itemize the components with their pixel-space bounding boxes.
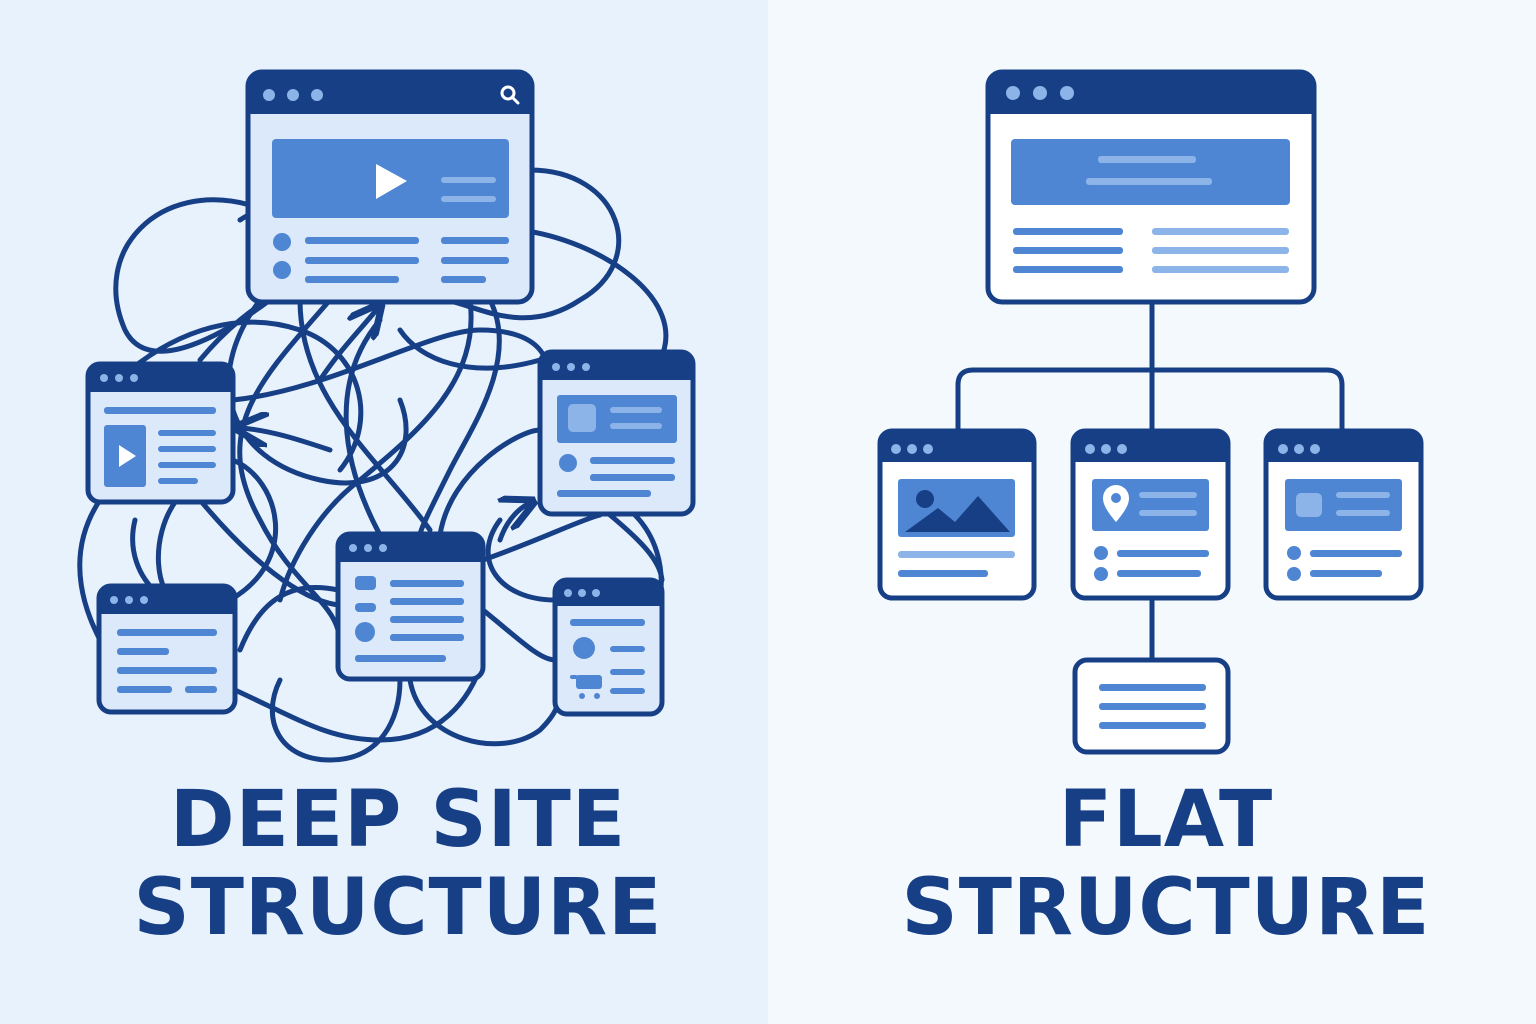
flat-structure-title: FLAT STRUCTURE (866, 776, 1466, 952)
profile-page-window (537, 349, 696, 517)
image-icon (898, 479, 1015, 537)
link-arrows (240, 308, 530, 543)
video-page-window (85, 361, 236, 505)
sub-page-card (1072, 657, 1231, 755)
hierarchy-connectors (955, 302, 1345, 660)
location-pin-icon (1103, 485, 1129, 522)
flat-structure-title-line2: STRUCTURE (901, 863, 1431, 953)
home-page-window (985, 69, 1317, 305)
avatar-icon (573, 637, 595, 659)
main-video-window (245, 69, 535, 305)
deep-structure-title-line2: STRUCTURE (133, 863, 663, 953)
deep-structure-title: DEEP SITE STRUCTURE (98, 776, 698, 952)
image-page-window (877, 428, 1037, 601)
shop-page-window (552, 577, 665, 717)
search-icon (500, 85, 520, 105)
flat-structure-title-line1: FLAT (1058, 775, 1274, 865)
cart-icon (570, 675, 602, 699)
play-icon (119, 445, 136, 467)
deep-structure-title-line1: DEEP SITE (169, 775, 627, 865)
play-icon (376, 164, 407, 199)
card-page-window (1263, 428, 1424, 601)
location-page-window (1070, 428, 1231, 601)
article-page-window (96, 583, 238, 715)
list-page-window (335, 531, 486, 682)
